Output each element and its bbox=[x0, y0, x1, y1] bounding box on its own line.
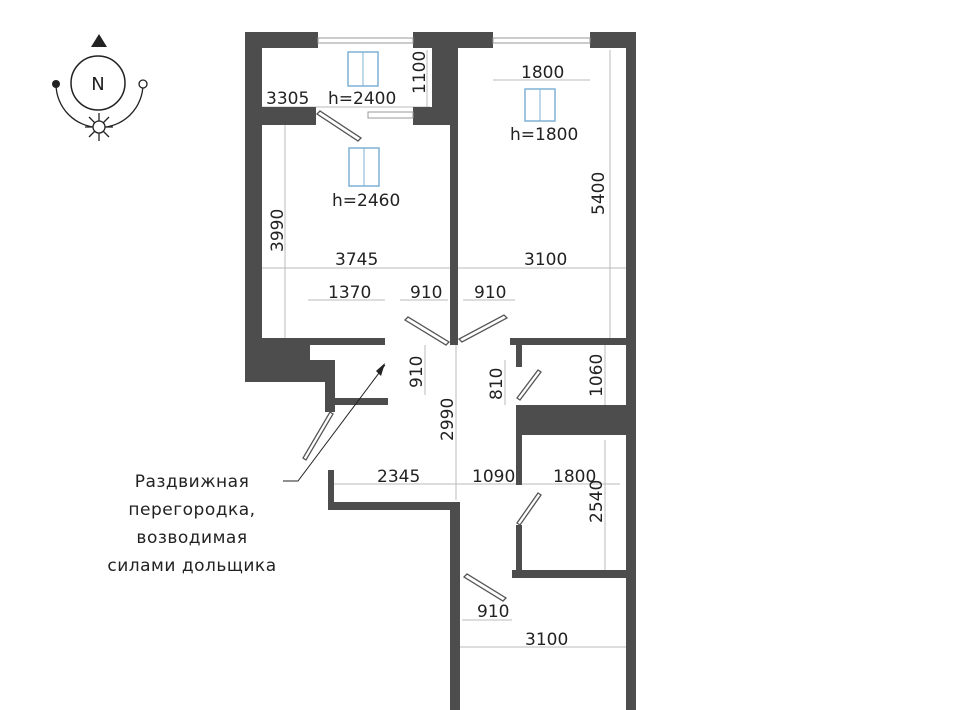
dim-bath-depth: 2540 bbox=[587, 480, 607, 523]
compass-label: N bbox=[91, 74, 104, 95]
doors bbox=[302, 110, 542, 602]
dim-hall-width-left: 2345 bbox=[377, 467, 420, 487]
dim-door1-width: 910 bbox=[410, 283, 442, 303]
dim-bedroom1-width: 3745 bbox=[335, 250, 378, 270]
dimension-lines bbox=[255, 50, 630, 648]
note-line: возводимая bbox=[136, 528, 247, 548]
note-line: Раздвижная bbox=[135, 472, 250, 492]
dim-loggia-window-height: h=2400 bbox=[328, 89, 396, 109]
dim-bedroom2-width: 3100 bbox=[524, 250, 567, 270]
window-icon bbox=[347, 51, 556, 187]
dim-hall-width-mid: 1090 bbox=[472, 467, 515, 487]
dim-wc-depth: 1060 bbox=[587, 354, 607, 397]
dim-door2-width: 910 bbox=[474, 283, 506, 303]
dim-wc-door-width: 810 bbox=[487, 368, 507, 400]
dim-bedroom2-depth: 5400 bbox=[589, 172, 609, 215]
wall-windows bbox=[317, 37, 591, 119]
leader-arrow-icon bbox=[283, 363, 386, 482]
dim-bedroom1-depth: 3990 bbox=[268, 209, 288, 252]
dim-entry-door-width: 910 bbox=[407, 356, 427, 388]
note-line: силами дольщика bbox=[107, 556, 276, 576]
dim-bedroom1-window-height: h=2460 bbox=[332, 191, 400, 211]
dim-loggia-depth: 1100 bbox=[410, 51, 430, 94]
dim-bedroom2-window-height: h=1800 bbox=[510, 125, 578, 145]
dim-bath-width: 1800 bbox=[553, 467, 596, 487]
compass-icon: N bbox=[52, 34, 148, 141]
note-line: перегородка, bbox=[128, 500, 255, 520]
dim-bedroom2-window-width: 1800 bbox=[521, 63, 564, 83]
dim-hall-length: 2990 bbox=[438, 398, 458, 441]
dim-kitchen-width: 3100 bbox=[525, 630, 568, 650]
dim-wardrobe-width: 1370 bbox=[328, 283, 371, 303]
sliding-partition-note: Раздвижная перегородка, возводимая силам… bbox=[107, 472, 276, 576]
dim-kitchen-door-width: 910 bbox=[477, 602, 509, 622]
dim-loggia-length: 3305 bbox=[266, 89, 309, 109]
walls bbox=[245, 32, 636, 710]
